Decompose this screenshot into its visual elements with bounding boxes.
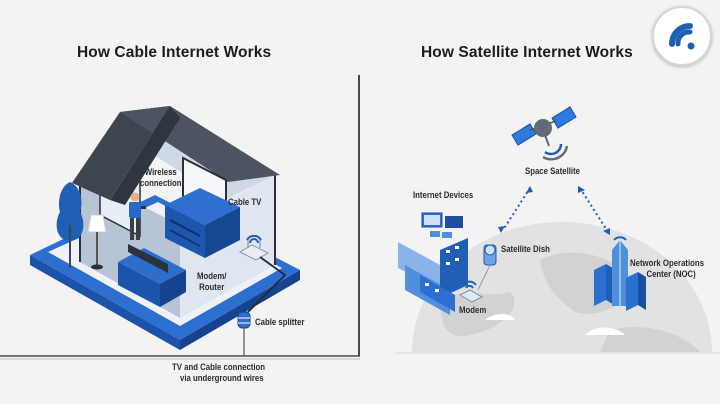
label-line: connection [140, 178, 182, 189]
label-modem: Modem [459, 305, 487, 316]
satellite-modem [458, 280, 484, 303]
house-illustration [30, 106, 300, 356]
satellite-dish [477, 244, 497, 291]
signal-arrow-left [498, 186, 533, 233]
label-internet-devices: Internet Devices [413, 190, 474, 201]
modem-router [238, 234, 270, 261]
label-noc: Network Operations Center (NOC) [630, 258, 704, 280]
label-line: Center (NOC) [646, 269, 696, 280]
label-wireless-connection: Wireless connection [140, 167, 182, 189]
city-buildings [398, 238, 468, 315]
roof-left [72, 106, 170, 200]
label-line: Modem/ [197, 271, 227, 282]
label-space-satellite: Space Satellite [525, 166, 580, 177]
cable-splitter [237, 311, 251, 356]
label-line: Router [199, 282, 225, 293]
wifi-icon [669, 23, 695, 50]
house-right-wall [180, 175, 275, 318]
sofa [118, 244, 186, 307]
panel-divider [0, 75, 360, 360]
label-modem-router: Modem/ Router [197, 271, 226, 293]
cable-internet-title: How Cable Internet Works [77, 44, 272, 61]
internet-devices [421, 212, 463, 238]
satellite-internet-title: How Satellite Internet Works [421, 44, 633, 61]
label-underground-connection: TV and Cable connection via underground … [172, 362, 265, 384]
tree [56, 182, 84, 268]
label-line: via underground wires [180, 373, 264, 384]
label-line: Network Operations [630, 258, 705, 269]
label-cable-tv: Cable TV [228, 197, 262, 208]
label-satellite-dish: Satellite Dish [501, 244, 550, 255]
wifi-logo-badge [652, 6, 712, 66]
floor-lamp [87, 214, 107, 270]
network-operations-center [594, 236, 646, 311]
space-satellite [511, 106, 577, 161]
signal-arrow-right [578, 186, 610, 235]
label-line: Wireless [144, 167, 177, 178]
label-line: TV and Cable connection [172, 362, 266, 373]
label-cable-splitter: Cable splitter [255, 317, 305, 328]
person-figure [129, 192, 146, 240]
